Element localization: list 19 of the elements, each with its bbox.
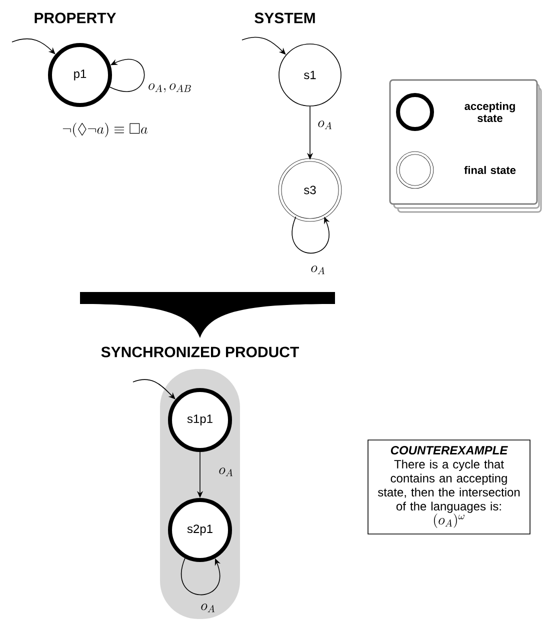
- arrow: [132, 379, 176, 400]
- edge-label: $o_A$: [201, 604, 215, 612]
- legend-label: final state: [464, 166, 516, 174]
- edge-label: $o_A$: [311, 266, 325, 274]
- edge-label: $o_A,o_{AB}$: [148, 83, 191, 92]
- section-heading: SYSTEM: [254, 12, 315, 24]
- accepting-state: s2p1: [168, 498, 232, 562]
- arrow: [12, 38, 56, 54]
- edge-label: $o_A$: [318, 120, 332, 130]
- arrow: [109, 59, 145, 92]
- note-box: COUNTEREXAMPLE There is a cycle that contains an accepting state, then the intersection of the languages is: $(o_A)^\omega$: [368, 440, 530, 534]
- accepting-state: p1: [48, 43, 112, 107]
- accepting-state: s1p1: [168, 388, 232, 452]
- section-heading: SYNCHRONIZED PRODUCT: [101, 346, 299, 358]
- legend-label: accepting state: [464, 102, 515, 122]
- edge-label: $o_A$: [219, 468, 233, 476]
- formula: $\neg(\Diamond\neg a) \equiv \Box a$: [62, 122, 148, 138]
- section-heading: PROPERTY: [34, 12, 116, 24]
- final-state: s3: [278, 158, 342, 222]
